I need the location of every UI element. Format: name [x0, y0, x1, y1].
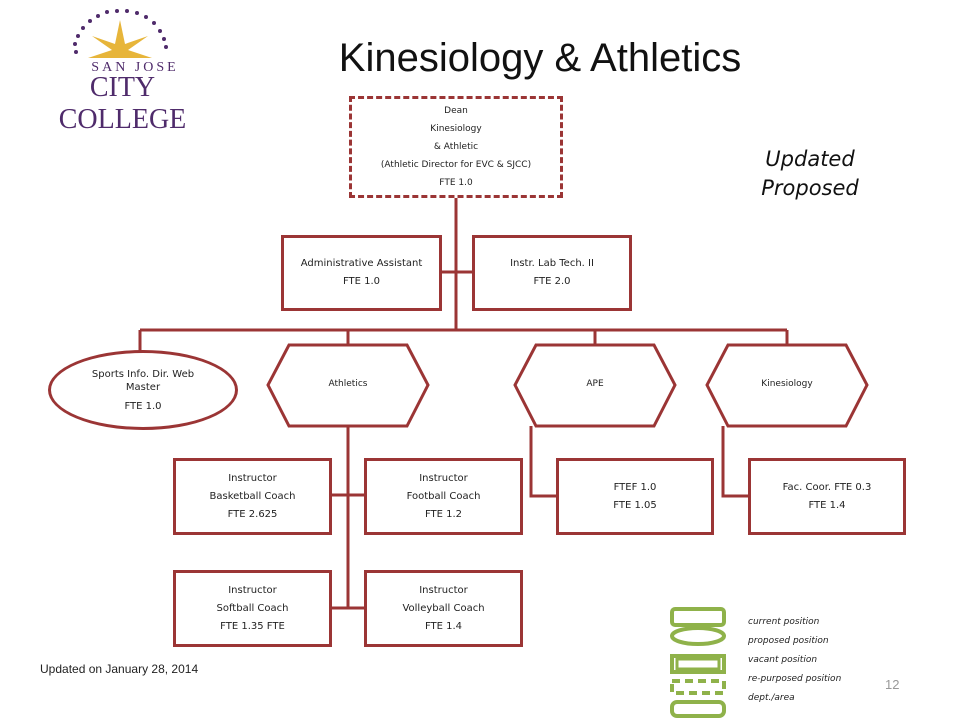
athletics-hex [266, 343, 430, 428]
status-label: Updated Proposed [740, 145, 880, 203]
softball-coach-box: Instructor Softball Coach FTE 1.35 FTE [173, 570, 332, 647]
basketball-coach-box: Instructor Basketball Coach FTE 2.625 [173, 458, 332, 535]
ape-ftef: FTEF 1.0 [613, 481, 657, 493]
kinesiology-staff-box: Fac. Coor. FTE 0.3 FTE 1.4 [748, 458, 906, 535]
legend-swatches [670, 607, 726, 718]
legend-current: current position [748, 617, 820, 627]
volleyball-fte: FTE 1.4 [424, 620, 463, 632]
connector-ape-box [529, 426, 556, 498]
logo-line2: CITY COLLEGE [58, 72, 187, 135]
kin-coordinator: Fac. Coor. FTE 0.3 [782, 481, 872, 493]
connector-kin-box [721, 426, 748, 498]
volleyball-role: Instructor [419, 584, 468, 596]
dean-line1: Dean [444, 106, 468, 116]
kinesiology-hex [705, 343, 869, 428]
ape-hex [513, 343, 677, 428]
legend-dept-swatch [670, 700, 726, 718]
ape-fte: FTE 1.05 [613, 499, 657, 511]
dean-line4: (Athletic Director for EVC & SJCC) [380, 160, 532, 170]
football-fte: FTE 1.2 [424, 508, 463, 520]
basketball-title: Basketball Coach [209, 490, 296, 502]
lab-tech-box: Instr. Lab Tech. II FTE 2.0 [472, 235, 632, 311]
ape-staff-box: FTEF 1.0 FTE 1.05 [556, 458, 714, 535]
softball-title: Softball Coach [216, 602, 289, 614]
sports-info-title: Sports Info. Dir. Web Master [91, 368, 195, 393]
legend-text: current position proposed position vacan… [748, 613, 841, 708]
page-title: Kinesiology & Athletics [338, 36, 742, 80]
dean-line2: Kinesiology [430, 124, 482, 134]
kin-fte: FTE 1.4 [808, 499, 846, 511]
legend-proposed-swatch [670, 626, 726, 646]
lab-tech-title: Instr. Lab Tech. II [510, 258, 594, 269]
dean-box: Dean Kinesiology & Athletic (Athletic Di… [349, 96, 563, 198]
status-line2: Proposed [761, 176, 859, 200]
athletics-label: Athletics [328, 379, 368, 389]
legend-repurposed-swatch [670, 679, 726, 695]
updated-date: Updated on January 28, 2014 [40, 662, 199, 676]
softball-fte: FTE 1.35 FTE [220, 620, 285, 632]
legend-vacant: vacant position [748, 655, 818, 665]
logo-sun-icon [73, 9, 168, 58]
ape-label: APE [586, 379, 604, 389]
basketball-role: Instructor [228, 472, 277, 484]
legend-dept: dept./area [748, 693, 795, 703]
status-line1: Updated [765, 147, 855, 171]
dean-line5: FTE 1.0 [439, 178, 473, 188]
football-title: Football Coach [406, 490, 481, 502]
legend-current-swatch [670, 607, 726, 627]
sports-info-fte: FTE 1.0 [124, 400, 162, 412]
lab-tech-fte: FTE 2.0 [533, 276, 571, 287]
football-role: Instructor [419, 472, 468, 484]
page-number: 12 [885, 677, 900, 692]
kinesiology-label: Kinesiology [761, 379, 813, 389]
volleyball-title: Volleyball Coach [402, 602, 485, 614]
volleyball-coach-box: Instructor Volleyball Coach FTE 1.4 [364, 570, 523, 647]
logo-line1: SAN JOSE [91, 60, 179, 75]
admin-assistant-fte: FTE 1.0 [342, 276, 381, 287]
sports-info-ellipse: Sports Info. Dir. Web Master FTE 1.0 [48, 350, 238, 430]
legend-repurposed: re-purposed position [748, 674, 842, 684]
basketball-fte: FTE 2.625 [227, 508, 278, 520]
legend-vacant-inner [675, 657, 721, 671]
softball-role: Instructor [228, 584, 277, 596]
football-coach-box: Instructor Football Coach FTE 1.2 [364, 458, 523, 535]
dean-line3: & Athletic [433, 142, 479, 152]
admin-assistant-title: Administrative Assistant [300, 258, 423, 269]
legend-proposed: proposed position [748, 636, 829, 646]
admin-assistant-box: Administrative Assistant FTE 1.0 [281, 235, 442, 311]
